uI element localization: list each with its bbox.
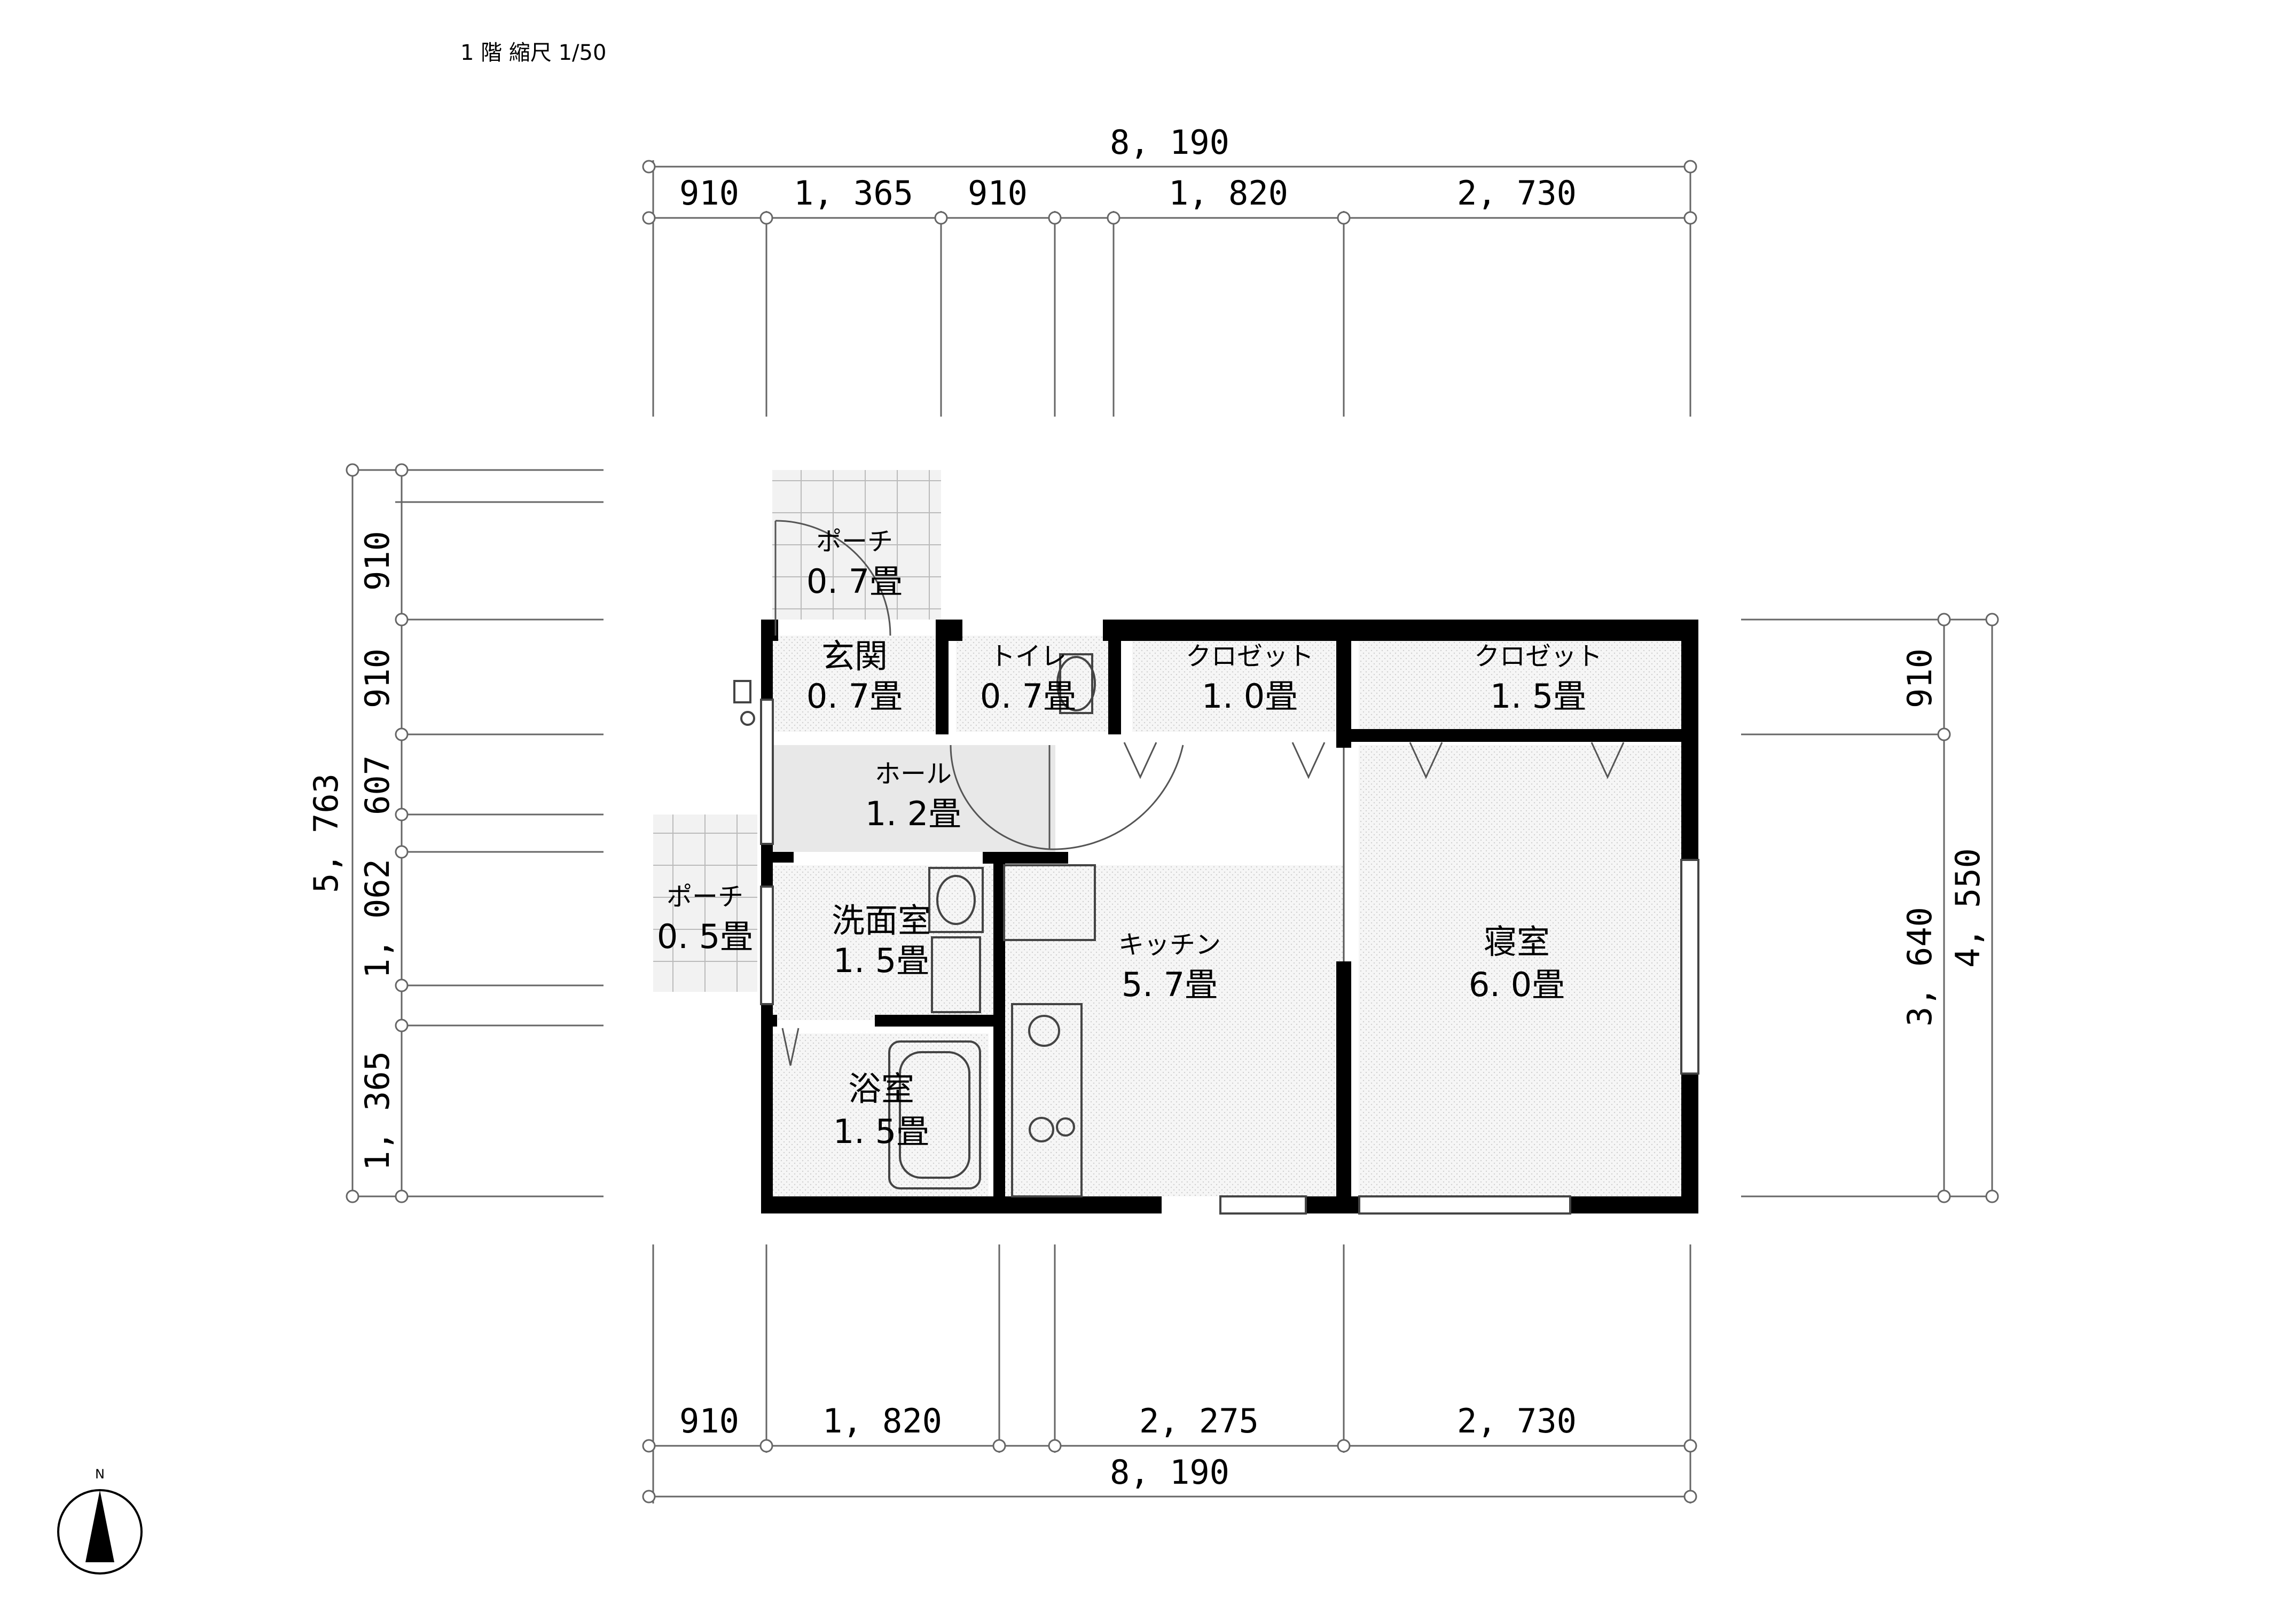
compass-label: N: [95, 1467, 105, 1482]
room-name: クロゼット: [1186, 641, 1314, 671]
room-size: 1. 5畳: [833, 1112, 929, 1151]
dim-left-segment: 910: [358, 648, 397, 708]
dim-right-segment: 910: [1900, 648, 1939, 708]
dim-top-segment: 2, 730: [1457, 174, 1577, 213]
dimension-lines: [346, 160, 1999, 1503]
dim-right-total: 4, 550: [1948, 848, 1987, 968]
dim-left-segment: 1, 365: [358, 1051, 397, 1171]
dim-bottom-segment: 2, 275: [1139, 1401, 1259, 1440]
room-name: ホール: [875, 759, 952, 789]
dim-left-total: 5, 763: [307, 773, 346, 893]
dim-left-segment: 607: [358, 755, 397, 815]
room-size: 0. 5畳: [657, 917, 753, 956]
room-size: 0. 7畳: [806, 562, 903, 601]
dim-bottom-total: 8, 190: [1110, 1453, 1229, 1492]
room-name: 浴室: [848, 1069, 914, 1108]
dim-bottom-segment: 1, 820: [822, 1401, 942, 1440]
dimension-labels: 8, 190 910 1, 365 910 1, 820 2, 730 910 …: [307, 123, 1987, 1492]
room-name: 寝室: [1484, 922, 1550, 961]
dim-bottom-segment: 2, 730: [1457, 1401, 1577, 1440]
north-compass: N: [57, 1467, 143, 1575]
room-name: 洗面室: [832, 901, 931, 940]
room-name: ポーチ: [667, 882, 743, 912]
dim-top-segment: 910: [968, 174, 1028, 213]
room-name: トイレ: [990, 641, 1067, 671]
room-size: 1. 5畳: [833, 941, 929, 980]
dim-bottom-segment: 910: [679, 1401, 739, 1440]
fixtures: [733, 520, 1699, 1215]
room-size: 0. 7畳: [806, 677, 903, 716]
dim-top-segment: 1, 365: [794, 174, 913, 213]
dim-top-total: 8, 190: [1110, 123, 1229, 162]
room-name: キッチン: [1118, 930, 1221, 960]
walls: [761, 620, 1698, 1213]
room-size: 1. 0畳: [1202, 677, 1298, 716]
dim-top-segment: 1, 820: [1169, 174, 1288, 213]
room-size: 6. 0畳: [1469, 965, 1565, 1004]
room-name: 玄関: [821, 637, 888, 676]
room-size: 1. 2畳: [865, 794, 961, 833]
room-name: クロゼット: [1474, 641, 1602, 671]
room-size: 0. 7畳: [980, 677, 1076, 716]
room-size: 5. 7畳: [1122, 965, 1218, 1004]
room-name: ポーチ: [816, 527, 893, 557]
dim-top-segment: 910: [679, 174, 739, 213]
plan-title: 1 階 縮尺 1/50: [460, 41, 606, 65]
room-labels: ポーチ 0. 7畳 玄関 0. 7畳 トイレ 0. 7畳 クロゼット 1. 0畳…: [657, 527, 1602, 1151]
dim-left-segment: 910: [358, 531, 397, 591]
room-size: 1. 5畳: [1490, 677, 1586, 716]
dim-right-segment: 3, 640: [1900, 907, 1939, 1027]
north-arrow-icon: [85, 1490, 114, 1562]
dim-left-segment: 1, 062: [358, 859, 397, 978]
